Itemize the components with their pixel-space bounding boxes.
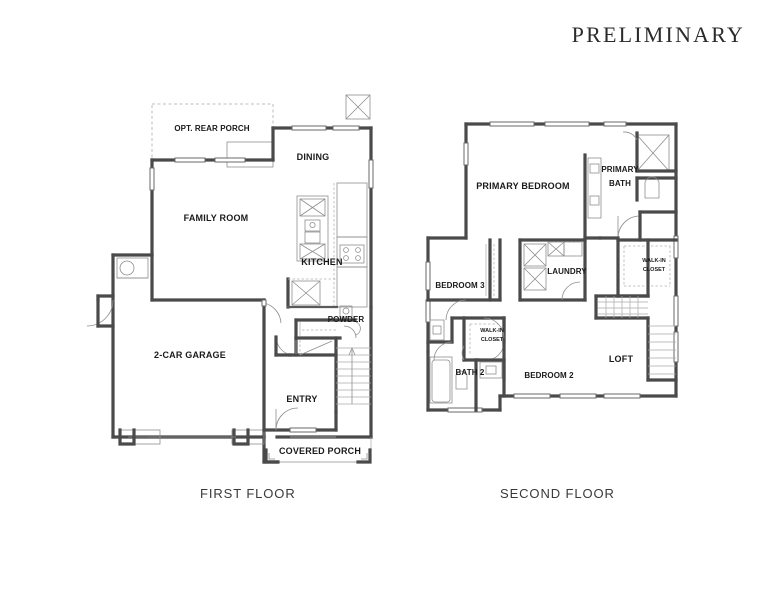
first-floor-windows <box>149 125 374 191</box>
room-label-covered-porch: COVERED PORCH <box>279 446 361 456</box>
second-floor-caption: SECOND FLOOR <box>500 486 615 501</box>
room-label-primary-bath-line2: BATH <box>609 179 631 188</box>
room-label-walk-in-closet-primary-line1: WALK-IN <box>642 258 666 264</box>
first-floor-caption: FIRST FLOOR <box>200 486 296 501</box>
room-label-powder: POWDER <box>328 315 365 324</box>
page-title: PRELIMINARY <box>571 22 745 47</box>
second-floor-windows <box>425 121 679 413</box>
room-label-walk-in-closet-small-line1: WALK-IN <box>480 328 504 334</box>
second-floor-stairs <box>594 238 678 382</box>
room-label-kitchen: KITCHEN <box>301 257 342 267</box>
room-label-primary-bedroom: PRIMARY BEDROOM <box>476 181 570 191</box>
room-label-garage: 2-CAR GARAGE <box>154 350 226 360</box>
bedroom-3-details <box>426 238 502 321</box>
room-label-loft: LOFT <box>609 354 634 364</box>
room-label-dining: DINING <box>297 152 330 162</box>
room-label-bedroom-2: BEDROOM 2 <box>524 371 574 380</box>
bath-2-fixtures <box>426 316 506 412</box>
covered-porch-details <box>264 436 372 464</box>
primary-bath-fixtures <box>583 131 678 242</box>
room-label-opt-rear-porch: OPT. REAR PORCH <box>174 124 249 133</box>
room-label-laundry: LAUNDRY <box>547 267 587 276</box>
room-label-entry: ENTRY <box>286 394 317 404</box>
bedroom-2-details <box>483 316 506 398</box>
laundry-fixtures <box>518 238 587 302</box>
room-label-walk-in-closet-small-line2: CLOSET <box>481 337 504 343</box>
optional-unit-box-icon <box>345 94 371 120</box>
powder-room-fixtures <box>294 305 361 340</box>
garage-details <box>86 257 282 446</box>
room-label-bath-2: BATH 2 <box>456 368 485 377</box>
entry-details <box>262 407 338 433</box>
room-label-walk-in-closet-primary-line2: CLOSET <box>643 267 666 273</box>
room-label-bedroom-3: BEDROOM 3 <box>435 281 485 290</box>
room-label-family-room: FAMILY ROOM <box>184 213 249 223</box>
first-floor-stairs <box>274 335 371 432</box>
room-label-primary-bath-line1: PRIMARY <box>601 165 639 174</box>
